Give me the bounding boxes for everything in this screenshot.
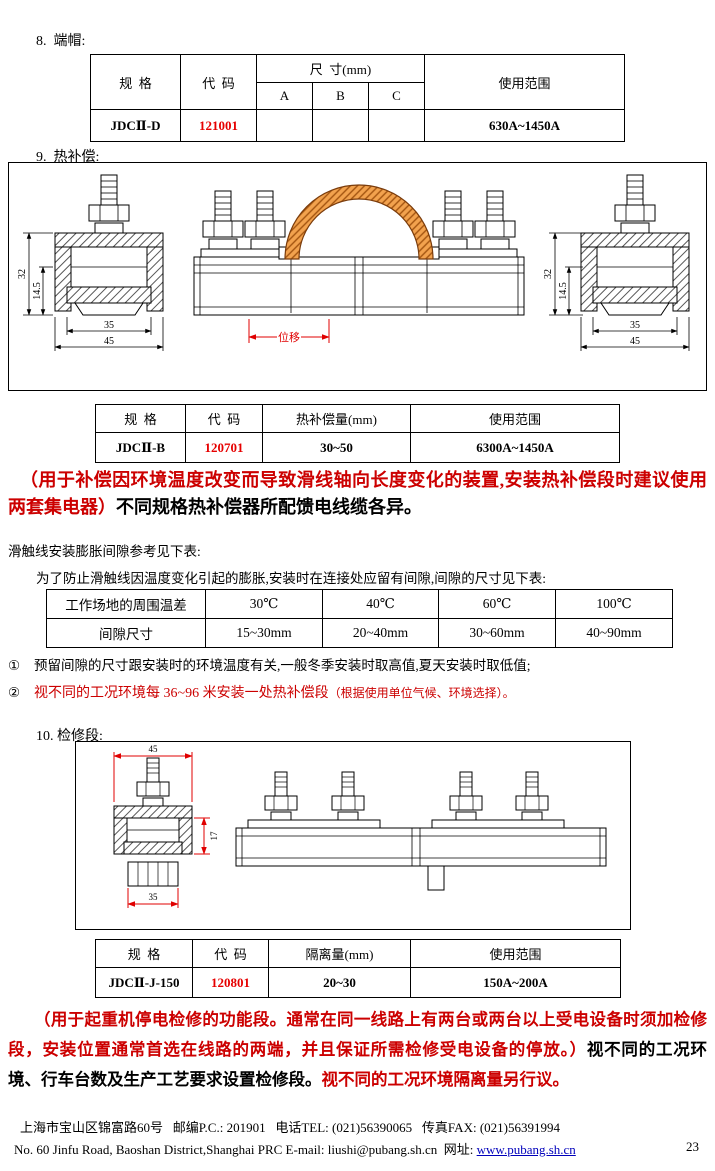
gap-cell: 20~40mm <box>322 618 439 648</box>
item1-marker: ① <box>8 658 21 673</box>
temp-range-label-cell: 工作场地的周围温差 <box>46 589 206 619</box>
col-compensation: 热补偿量(mm) <box>262 404 411 433</box>
expansion-title: 滑触线安装膨胀间隙参考见下表: <box>8 544 201 559</box>
note-item-1: ① 预留间隙的尺寸跟安装时的环境温度有关,一般冬季安装时取高值,夏天安装时取低值; <box>8 654 707 674</box>
col-code: 代 码 <box>185 404 263 433</box>
website-link[interactable]: www.pubang.sh.cn <box>476 1142 576 1157</box>
gap-cell: 15~30mm <box>205 618 323 648</box>
note-red-text: （用于起重机停电检修的功能段。通常在同一线路上有两台或两台以上受电设备时须加检修… <box>8 1010 707 1059</box>
dim-label-height: 32 <box>543 269 554 279</box>
left-cross-section: 32 14.5 35 45 <box>17 174 164 351</box>
service-side-view <box>235 771 607 891</box>
col-range: 使用范围 <box>410 939 621 968</box>
thermal-compensation-table: 规 格 代 码 热补偿量(mm) 使用范围 JDCⅡ-B 120701 30~5… <box>95 404 620 463</box>
gap-cell: 40~90mm <box>555 618 673 648</box>
empty-cell <box>312 109 369 142</box>
col-code: 代 码 <box>192 939 269 968</box>
col-c: C <box>368 82 425 110</box>
note-black-text: 不同规格热补偿器所配馈电线缆各异。 <box>116 497 422 517</box>
col-range: 使用范围 <box>424 54 625 110</box>
item2-marker: ② <box>8 685 21 700</box>
range-value-cell: 150A~200A <box>410 967 621 998</box>
table-row: JDCⅡ-B 120701 30~50 6300A~1450A <box>95 432 620 463</box>
table-row: 工作场地的周围温差 30℃ 40℃ 60℃ 100℃ <box>46 589 673 619</box>
section10-heading: 10. 检修段: <box>36 729 103 744</box>
section9-heading: 9. 热补偿: <box>36 150 100 165</box>
thermal-compensation-drawing-frame: 32 14.5 35 45 位移 <box>8 162 707 391</box>
displacement-label: 位移 <box>278 330 300 344</box>
item2-note: （根据使用单位气候、环境选择）。 <box>328 686 515 700</box>
thermal-compensation-note: （用于补偿因环境温度改变而导致滑线轴向长度变化的装置,安装热补偿段时建议使用两套… <box>8 467 707 521</box>
service-section-drawing: 45 17 35 <box>113 744 607 908</box>
service-cross-section: 45 17 35 <box>113 744 219 908</box>
col-a: A <box>256 82 313 110</box>
col-spec: 规 格 <box>95 939 193 968</box>
temp-cell: 60℃ <box>438 589 556 619</box>
section8-heading: 8. 端帽: <box>36 34 86 49</box>
dim-label-side: 17 <box>209 831 219 841</box>
spec-value-cell: JDCⅡ-B <box>95 432 186 463</box>
service-section-table: 规 格 代 码 隔离量(mm) 使用范围 JDCⅡ-J-150 120801 2… <box>95 939 621 998</box>
dim-label-width-outer: 45 <box>104 336 114 347</box>
col-size: 尺 寸(mm) <box>256 54 425 83</box>
col-code: 代 码 <box>180 54 257 110</box>
temp-cell: 100℃ <box>555 589 673 619</box>
dim-label-inner-height: 14.5 <box>558 282 569 300</box>
note-black-text: 视不同的工况环境、行车台数及生产工艺要求设置检修段。 <box>8 1040 708 1089</box>
footer-address-line: 上海市宝山区锦富路60号 邮编P.C.: 201901 电话TEL: (021)… <box>20 1120 560 1135</box>
right-cross-section: 32 14.5 35 45 <box>543 174 690 351</box>
col-range: 使用范围 <box>410 404 620 433</box>
dim-label-bottom: 35 <box>149 892 159 902</box>
table-row: JDCⅡ-D 121001 630A~1450A <box>90 109 625 142</box>
page-number: 23 <box>686 1139 699 1154</box>
dim-label-width-outer: 45 <box>630 336 640 347</box>
code-value-cell: 120801 <box>192 967 269 998</box>
note-red-text: （用于补偿因环境温度改变而导致滑线轴向长度变化的装置,安装热补偿段时建议使用两套… <box>8 470 707 517</box>
col-spec: 规 格 <box>95 404 186 433</box>
table-row: JDCⅡ-J-150 120801 20~30 150A~200A <box>95 967 621 998</box>
gap-cell: 30~60mm <box>438 618 556 648</box>
service-section-note: （用于起重机停电检修的功能段。通常在同一线路上有两台或两台以上受电设备时须加检修… <box>8 1005 707 1095</box>
col-b: B <box>312 82 369 110</box>
table-row: 规 格 代 码 隔离量(mm) 使用范围 <box>95 939 621 968</box>
range-value-cell: 630A~1450A <box>424 109 625 142</box>
col-spec: 规 格 <box>90 54 181 110</box>
range-value-cell: 6300A~1450A <box>410 432 620 463</box>
table-row: 间隙尺寸 15~30mm 20~40mm 30~60mm 40~90mm <box>46 618 673 648</box>
footer-english-address: No. 60 Jinfu Road, Baoshan District,Shan… <box>14 1142 477 1157</box>
isolation-value-cell: 20~30 <box>268 967 411 998</box>
service-section-drawing-frame: 45 17 35 <box>75 741 631 930</box>
temp-cell: 30℃ <box>205 589 323 619</box>
col-isolation: 隔离量(mm) <box>268 939 411 968</box>
compensation-value-cell: 30~50 <box>262 432 411 463</box>
dim-label-height: 32 <box>17 269 28 279</box>
empty-cell <box>368 109 425 142</box>
note-red-text-2: 视不同的工况环境隔离量另行议。 <box>321 1070 570 1089</box>
code-value-cell: 120701 <box>185 432 263 463</box>
temp-cell: 40℃ <box>322 589 439 619</box>
expansion-gap-table: 工作场地的周围温差 30℃ 40℃ 60℃ 100℃ 间隙尺寸 15~30mm … <box>46 589 673 648</box>
dim-label-top: 45 <box>149 744 159 754</box>
dim-label-inner-height: 14.5 <box>32 282 43 300</box>
center-joint-view: 位移 <box>193 184 525 344</box>
gap-size-label-cell: 间隙尺寸 <box>46 618 206 648</box>
thermal-compensation-drawing: 32 14.5 35 45 位移 <box>17 174 690 351</box>
displacement-dimension <box>248 319 330 343</box>
expansion-intro: 为了防止滑触线因温度变化引起的膨胀,安装时在连接处应留有间隙,间隙的尺寸见下表: <box>36 571 546 586</box>
footer-contact-line: No. 60 Jinfu Road, Baoshan District,Shan… <box>14 1139 576 1158</box>
spec-value-cell: JDCⅡ-J-150 <box>95 967 193 998</box>
code-value-cell: 121001 <box>180 109 257 142</box>
compensation-arch <box>284 184 434 260</box>
table-row: 规 格 代 码 尺 寸(mm) 使用范围 <box>90 54 625 110</box>
empty-cell <box>256 109 313 142</box>
endcap-table: 规 格 代 码 尺 寸(mm) 使用范围 A B C JDCⅡ-D 121001… <box>90 54 625 142</box>
table-row: 规 格 代 码 热补偿量(mm) 使用范围 <box>95 404 620 433</box>
note-item-2: ② 视不同的工况环境每 36~96 米安装一处热补偿段（根据使用单位气候、环境选择… <box>8 682 707 702</box>
dim-label-width-inner: 35 <box>104 320 114 331</box>
item1-text: 预留间隙的尺寸跟安装时的环境温度有关,一般冬季安装时取高值,夏天安装时取低值; <box>34 658 531 673</box>
dim-label-width-inner: 35 <box>630 320 640 331</box>
spec-value-cell: JDCⅡ-D <box>90 109 181 142</box>
item2-text: 视不同的工况环境每 36~96 米安装一处热补偿段 <box>34 686 329 701</box>
